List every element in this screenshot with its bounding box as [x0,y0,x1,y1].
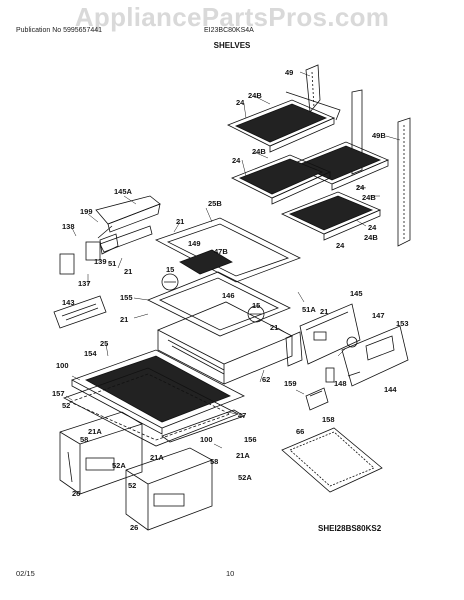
callout-21a: 21A [88,427,102,436]
callout-52: 52 [128,481,136,490]
shelf-rail-side [351,89,363,175]
glass-shelf-25 [71,349,245,435]
callout-21a: 21A [236,451,250,460]
shelf-24-mid-left [231,154,331,205]
callout-24: 24 [236,98,245,107]
callout-145: 145 [350,289,363,298]
model-number: EI23BC80KS4A [204,27,254,34]
callout-24: 24 [368,223,377,232]
callout-51: 51 [108,259,116,268]
watermark: AppliancePartsPros.com [74,2,390,32]
callout-145a: 145A [114,187,133,196]
publication-number: Publication No 5995657441 [16,27,103,34]
callout-154: 154 [84,349,97,358]
callout-49b: 49B [372,131,386,140]
callout-15: 15 [252,301,260,310]
callout-24b: 24B [362,193,376,202]
callout-21: 21 [320,307,328,316]
callout-24b: 24B [364,233,378,242]
page-title: SHELVES [213,41,251,50]
part-143 [53,295,107,329]
callout-62: 62 [262,375,270,384]
callout-15: 15 [166,265,174,274]
callout-26: 26 [130,523,138,532]
footer-date: 02/15 [16,569,35,578]
control-housing-145 [285,303,361,367]
callout-156: 156 [244,435,257,444]
small-parts-148-159-158 [305,367,335,411]
callout-100: 100 [200,435,213,444]
callout-25b: 25B [208,199,222,208]
shelf-24-bottom [280,191,382,241]
callout-58: 58 [210,457,218,466]
callout-21a: 21A [150,453,164,462]
footer-page-number: 10 [226,569,235,578]
callout-51a: 51A [302,305,316,314]
callout-21: 21 [120,315,128,324]
part-138-139-137 [59,225,119,275]
callout-labels: 49 24B 24 49B 24B 24 24 24B 24 24B 24 14… [52,68,409,532]
callout-52a: 52A [112,461,126,470]
diagram-code: SHEI28BS80KS2 [318,524,382,533]
callout-52: 52 [62,401,70,410]
callout-24b: 24B [248,91,262,100]
callout-143: 143 [62,298,75,307]
callout-157: 157 [52,389,65,398]
callout-155: 155 [120,293,133,302]
callout-52a: 52A [238,473,252,482]
callout-24: 24 [336,241,345,250]
callout-148: 148 [334,379,347,388]
callout-24: 24 [356,183,365,192]
callout-158: 158 [322,415,335,424]
callout-146: 146 [222,291,235,300]
callout-21: 21 [124,267,132,276]
crisper-lid-155 [147,271,291,337]
callout-47b: 47B [214,247,228,256]
shelf-frame-47 [63,367,239,447]
callout-24b: 24B [252,147,266,156]
callout-26: 26 [72,489,80,498]
callout-144: 144 [384,385,397,394]
drawer-26-left [59,411,143,495]
shelf-rail-49 [305,64,321,113]
callout-24: 24 [232,156,241,165]
leader-lines [65,71,401,449]
callout-147: 147 [372,311,385,320]
callout-25: 25 [100,339,108,348]
drawer-26-right [125,447,213,531]
mesh-cover-66 [281,427,383,493]
control-panel-144 [341,325,409,387]
callout-100: 100 [56,361,69,370]
callout-138: 138 [62,222,75,231]
shelf-rail-49b [397,117,411,247]
callout-21: 21 [270,323,278,332]
callout-149: 149 [188,239,201,248]
shelf-24-top [227,91,341,153]
crisper-cover-25b [154,217,301,283]
callout-159: 159 [284,379,297,388]
callout-49: 49 [285,68,293,77]
part-145a [95,195,161,253]
crisper-body-62 [157,301,293,385]
callout-137: 137 [78,279,91,288]
callout-47: 47 [238,411,246,420]
callout-199: 199 [80,207,93,216]
callout-21: 21 [176,217,184,226]
drawer-rail-156 [161,409,245,443]
callout-58: 58 [80,435,88,444]
callout-66: 66 [296,427,304,436]
callout-153: 153 [396,319,409,328]
callout-139: 139 [94,257,107,266]
